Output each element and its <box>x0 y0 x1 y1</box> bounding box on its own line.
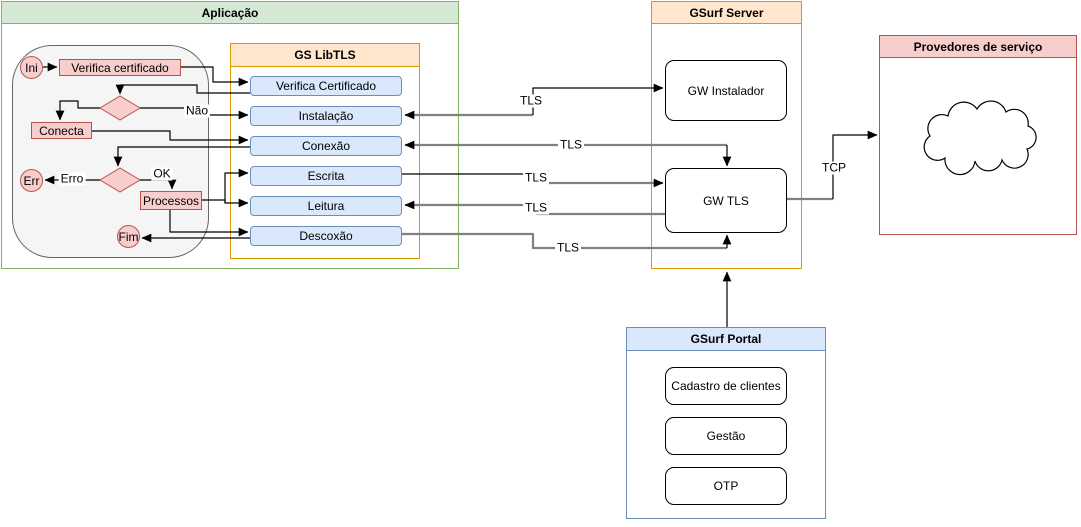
flow-processos: Processos <box>140 191 202 210</box>
edge-label-ok: OK <box>151 166 173 181</box>
edge-label-tcp: TCP <box>820 160 848 175</box>
libtls-escrita: Escrita <box>250 166 402 186</box>
server-gw-tls: GW TLS <box>665 168 787 233</box>
container-gsurf-server-title: GSurf Server <box>652 2 801 24</box>
portal-gestao: Gestão <box>665 417 787 455</box>
portal-otp: OTP <box>665 467 787 505</box>
flow-start-ini: Ini <box>20 56 43 79</box>
flow-conecta: Conecta <box>31 122 92 139</box>
container-gs-libtls-title: GS LibTLS <box>231 44 419 67</box>
edge-label-tls-instalacao: TLS <box>517 93 545 108</box>
flow-verifica-certificado: Verifica certificado <box>59 59 181 76</box>
edge-label-tls-escrita: TLS <box>522 170 550 185</box>
libtls-conexao: Conexão <box>250 136 402 156</box>
flow-fim: Fim <box>117 225 140 248</box>
container-aplicacao-title: Aplicação <box>2 2 458 24</box>
edge-label-tls-leitura: TLS <box>522 200 550 215</box>
container-provedores: Provedores de serviço <box>879 35 1077 235</box>
container-gsurf-portal-title: GSurf Portal <box>627 328 825 351</box>
edge-gwtls-leitura-return <box>535 205 665 216</box>
libtls-instalacao: Instalação <box>250 106 402 126</box>
edge-label-tls-descoxao: TLS <box>554 240 582 255</box>
server-gw-instalador: GW Instalador <box>665 60 787 121</box>
portal-cadastro-de-clientes: Cadastro de clientes <box>665 367 787 405</box>
edge-label-tls-conexao: TLS <box>557 137 585 152</box>
edge-label-erro: Erro <box>58 171 86 186</box>
flow-area <box>12 45 209 258</box>
libtls-verifica-certificado: Verifica Certificado <box>250 76 402 96</box>
container-provedores-title: Provedores de serviço <box>880 36 1076 58</box>
flow-err: Err <box>20 169 43 192</box>
libtls-leitura: Leitura <box>250 196 402 216</box>
edge-label-nao: Não <box>183 103 211 118</box>
edge-tls-to-gwinstalador <box>532 83 664 115</box>
libtls-descoxao: Descoxão <box>250 226 402 246</box>
